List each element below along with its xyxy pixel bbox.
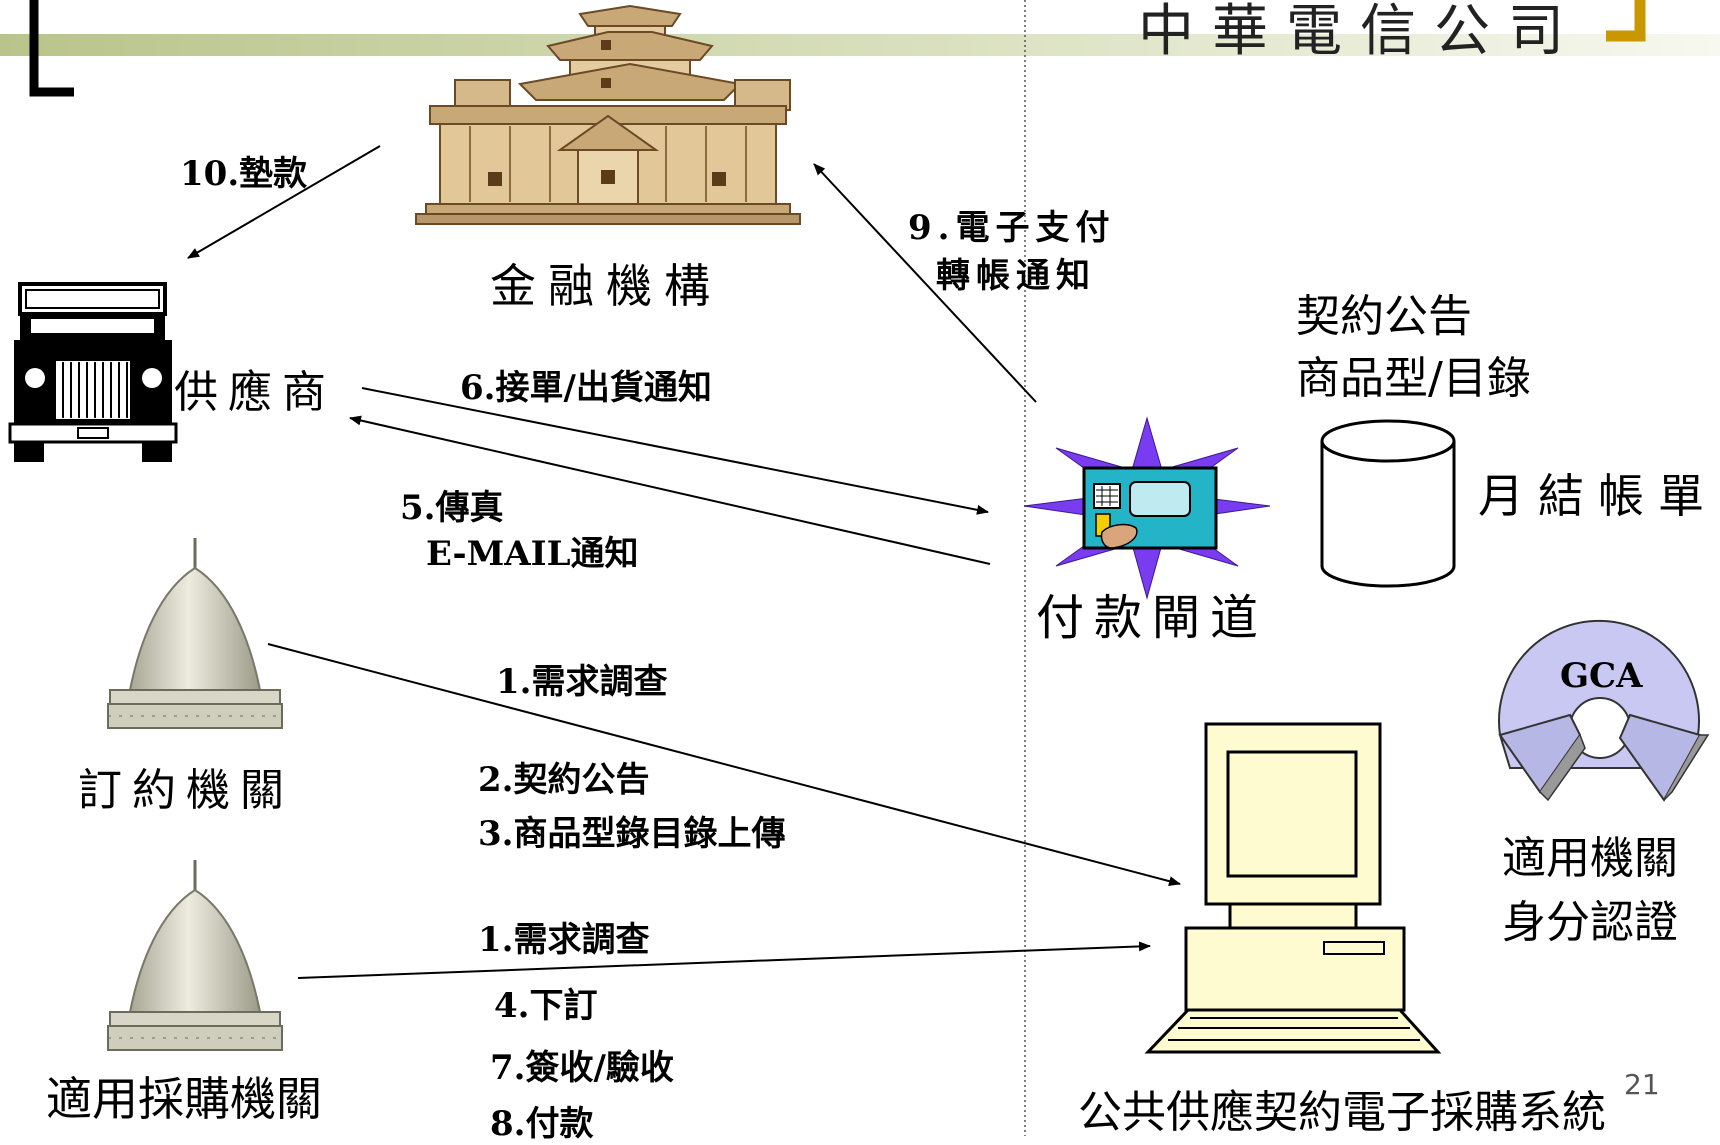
system-label: 公共供應契約電子採購系統 — [1078, 1087, 1606, 1138]
flow-label-9a: 9.電子支付 — [908, 208, 1116, 248]
database-cylinder-icon — [1320, 419, 1456, 588]
arrow-1-survey-contracting — [267, 643, 1181, 887]
contracting-agency-dome-icon — [107, 538, 283, 729]
flow-label-2: 2.契約公告 — [478, 760, 650, 800]
procurement-system-computer-icon — [1144, 722, 1442, 1054]
flow-label-6: 6.接單/出貨通知 — [460, 368, 712, 408]
contracting-agency-label: 訂約機關 — [78, 765, 294, 816]
bank-label: 金融機構 — [490, 259, 722, 313]
flow-label-3: 3.商品型錄目錄上傳 — [478, 814, 786, 854]
header-right-bracket — [1606, 0, 1646, 42]
gca-disc-icon — [1498, 619, 1710, 802]
bank-building-icon — [415, 4, 801, 225]
contract-announcement-label: 契約公告 — [1296, 291, 1472, 342]
flow-label-1b: 1.需求調查 — [478, 920, 650, 960]
supplier-truck-icon — [8, 282, 178, 462]
procurement-agency-label: 適用採購機關 — [46, 1072, 322, 1126]
header-left-bracket — [29, 0, 74, 97]
gca-badge: GCA — [1560, 656, 1643, 696]
gca-label-line1: 適用機關 — [1502, 833, 1678, 884]
flow-label-7: 7.簽收/驗收 — [490, 1048, 674, 1088]
arrow-6-order-notice — [361, 387, 989, 515]
supplier-label: 供應商 — [174, 367, 336, 418]
flow-label-5a: 5.傳真 — [400, 488, 504, 528]
header-title: 中華電信公司 — [1138, 0, 1582, 64]
flow-label-5b: E-MAIL通知 — [426, 534, 639, 574]
header-bar — [0, 34, 1720, 56]
payment-gateway-label: 付款閘道 — [1036, 590, 1269, 646]
arrow-5-fax-email — [349, 415, 991, 565]
flow-label-8: 8.付款 — [490, 1104, 594, 1144]
flow-label-10: 10.墊款 — [180, 154, 308, 194]
flow-label-9b: 轉帳通知 — [936, 256, 1096, 296]
flow-label-4: 4.下訂 — [494, 986, 598, 1026]
payment-gateway-icon — [1023, 416, 1271, 600]
catalog-type-label: 商品型/目錄 — [1296, 353, 1531, 404]
monthly-bill-label: 月結帳單 — [1478, 469, 1718, 523]
arrow-1-survey-procurement — [297, 941, 1151, 979]
procurement-agency-dome-icon — [107, 860, 283, 1051]
flow-label-1a: 1.需求調查 — [496, 662, 668, 702]
gca-label-line2: 身分認證 — [1502, 897, 1678, 948]
page-number: 21 — [1624, 1068, 1660, 1101]
arrow-9-epayment — [813, 163, 1037, 403]
flow-arrows — [187, 145, 1181, 979]
arrow-10-advance — [187, 145, 381, 259]
